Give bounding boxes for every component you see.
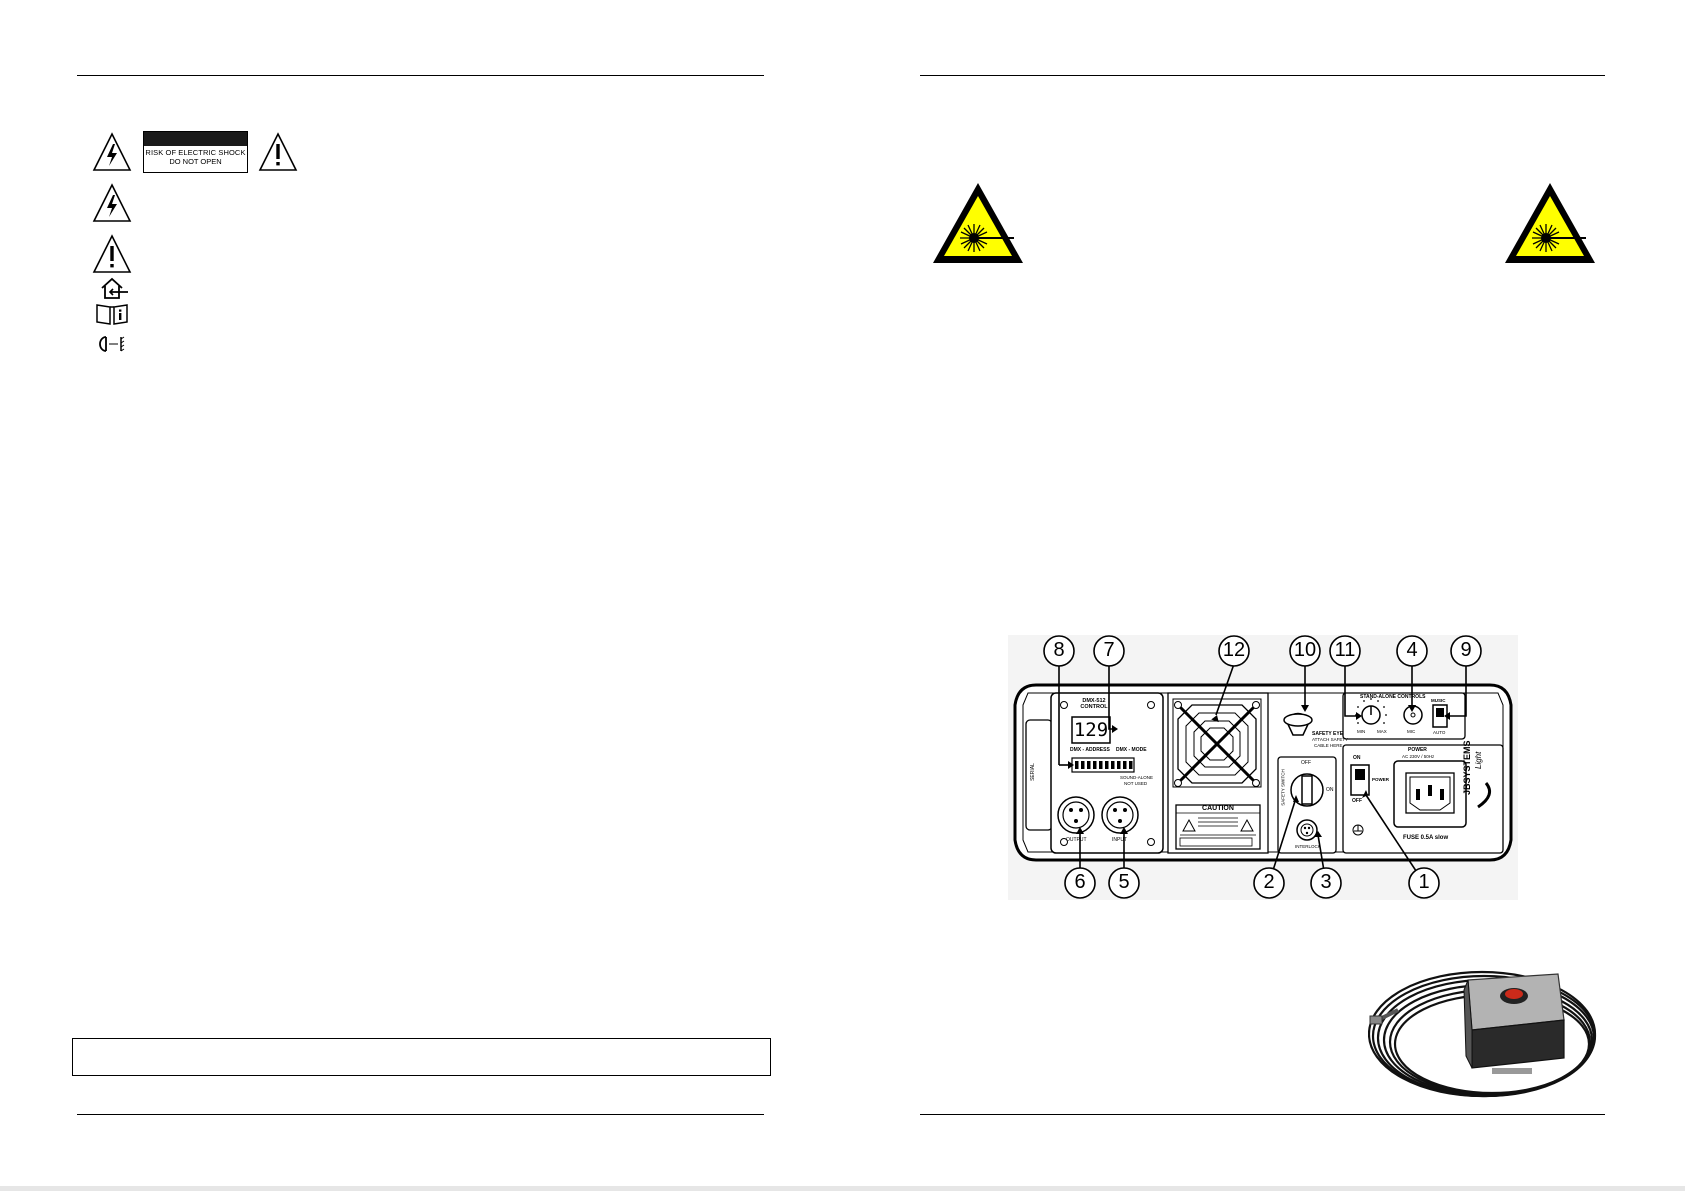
switch-box (1463, 973, 1565, 1074)
sound-alone-label: SOUND-ALONE (1120, 775, 1154, 780)
shock-label-bar (144, 132, 247, 146)
stand-alone-controls-label: STAND-ALONE CONTROLS (1360, 694, 1426, 700)
right-footer-rule (920, 1114, 1605, 1115)
left-header-rule (77, 75, 764, 76)
shock-label-line1: RISK OF ELECTRIC SHOCK (145, 148, 246, 157)
exclamation-warning-icon (258, 132, 298, 171)
interlock-label: INTERLOCK (1295, 844, 1321, 849)
callout-12: 12 (1222, 639, 1246, 661)
laser-warning-icon-right (1505, 183, 1595, 263)
fuse-label: FUSE 0.5A slow (1403, 835, 1449, 841)
max-label: MAX (1377, 729, 1387, 734)
electric-shock-warning-icon (92, 132, 132, 171)
callout-9: 9 (1460, 639, 1472, 661)
laser-warning-icon-left (933, 183, 1023, 263)
brand-logo-name: JBSYSTEMS (1462, 740, 1472, 795)
safety-eye-label: SAFETY EYE (1312, 731, 1344, 737)
rear-panel-drawing (1013, 635, 1513, 899)
safety-switch-on-label: ON (1326, 787, 1334, 793)
callout-6: 6 (1074, 871, 1086, 893)
dmx-address-display: 129 (1073, 719, 1109, 741)
distance-icon (99, 336, 125, 352)
callout-11: 11 (1334, 639, 1356, 661)
rear-panel-diagram: 8 7 12 10 11 4 9 6 5 2 3 1 DMX-512 CONTR… (1008, 635, 1518, 900)
caution-title: CAUTION (1202, 805, 1234, 812)
electric-shock-icon (92, 183, 132, 222)
safety-eye-sub1: ATTACH SAFETY (1312, 737, 1349, 742)
shock-label-box: RISK OF ELECTRIC SHOCK DO NOT OPEN (143, 131, 248, 173)
callout-1: 1 (1418, 871, 1430, 893)
music-label: MUSIC (1431, 698, 1446, 703)
safety-switch-off-label: OFF (1301, 760, 1311, 766)
voltage-label: AC 230V / 50Hz (1402, 754, 1435, 759)
shock-label-line2: DO NOT OPEN (169, 157, 222, 166)
right-header-rule (920, 75, 1605, 76)
dmx-mode-label: DMX - MODE (1116, 747, 1147, 753)
left-notice-box (72, 1038, 771, 1076)
not-used-label: NOT USED (1124, 781, 1148, 786)
output-label: OUTPUT (1066, 837, 1087, 843)
serial-label: SERIAL (1029, 763, 1036, 781)
min-label: MIN (1357, 729, 1366, 734)
power-on-label: ON (1353, 755, 1361, 761)
auto-label: AUTO (1433, 730, 1446, 735)
read-manual-icon (96, 304, 128, 325)
exclamation-icon (92, 234, 132, 273)
callout-7: 7 (1103, 639, 1115, 661)
callout-8: 8 (1053, 639, 1065, 661)
mic-label: MIC (1407, 729, 1416, 734)
dmx-control-label: DMX-512 CONTROL (1080, 698, 1108, 710)
input-label: INPUT (1112, 837, 1127, 843)
callout-2: 2 (1263, 871, 1275, 893)
power-section-label: POWER (1408, 747, 1427, 753)
remote-safety-switch-image (1368, 970, 1597, 1098)
indoor-use-icon (101, 277, 128, 299)
safety-switch-label: SAFETY SWITCH (1280, 769, 1286, 806)
power-switch-label: POWER (1372, 777, 1390, 782)
dmx-address-label: DMX - ADDRESS (1070, 747, 1110, 753)
safety-eye-sub2: CABLE HERE (1314, 743, 1343, 748)
brand-logo-sub: Light (1474, 751, 1483, 769)
callout-10: 10 (1293, 639, 1317, 661)
power-off-label: OFF (1352, 798, 1362, 804)
left-footer-rule (77, 1114, 764, 1115)
callout-5: 5 (1118, 871, 1130, 893)
bottom-scan-strip (0, 1186, 1685, 1191)
callout-4: 4 (1406, 639, 1418, 661)
callout-3: 3 (1320, 871, 1332, 893)
